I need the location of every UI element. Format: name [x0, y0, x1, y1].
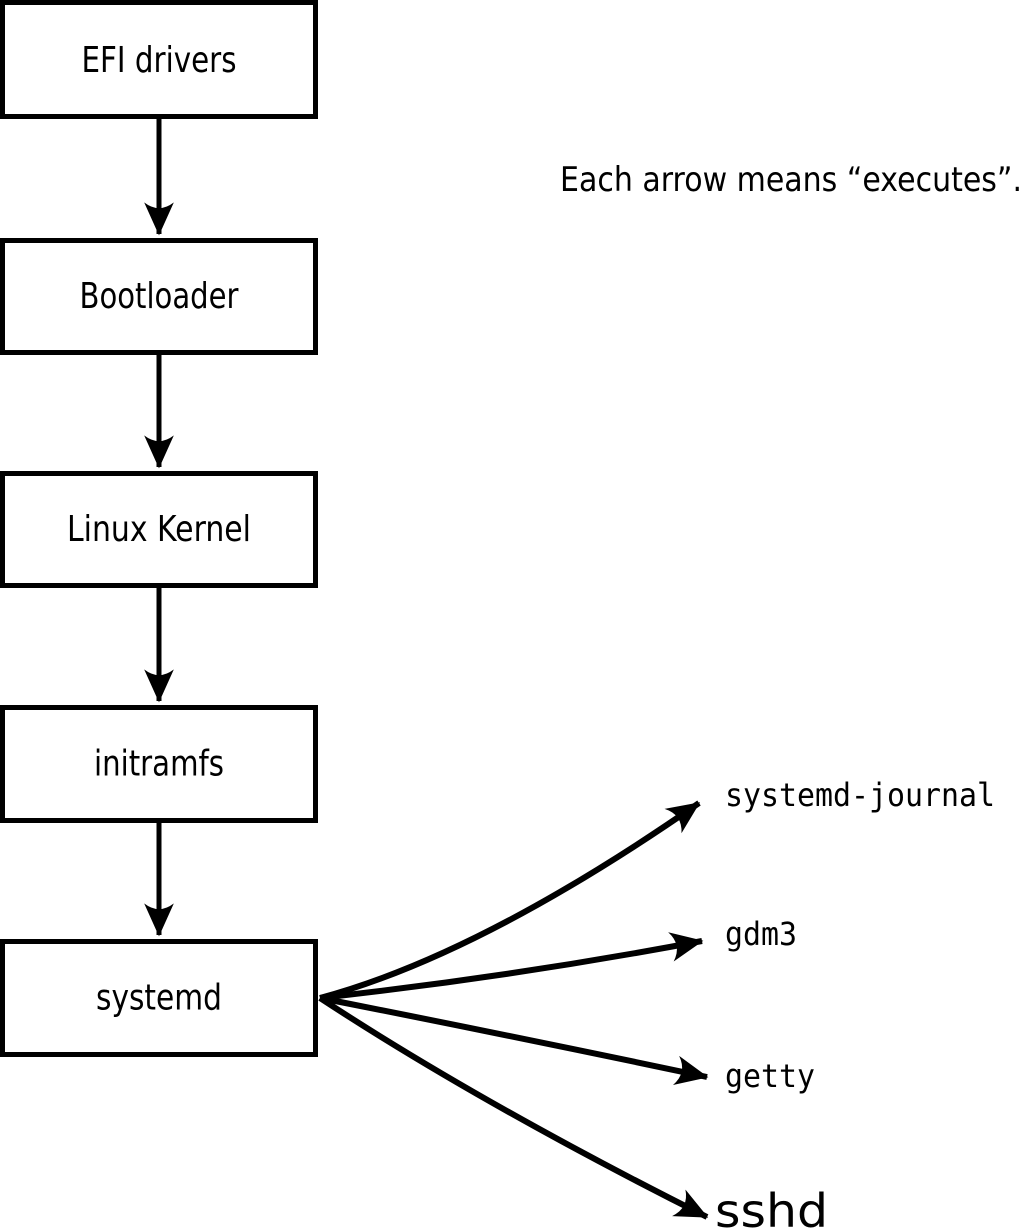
service-label-getty: getty	[725, 1057, 815, 1095]
service-label-systemd-journal: systemd-journal	[725, 776, 995, 814]
node-box	[0, 705, 318, 823]
node-label: EFI drivers	[82, 40, 237, 81]
node-efi-drivers: EFI drivers	[0, 0, 318, 119]
node-label: initramfs	[94, 744, 224, 785]
node-box	[0, 939, 318, 1057]
arrow-systemd-to-getty	[319, 995, 709, 1085]
arrow-systemd-to-sshd	[318, 995, 709, 1220]
arrow-legend-note: Each arrow means “executes”.	[560, 160, 1022, 200]
arrow-systemd-to-systemd-journal	[319, 800, 701, 1001]
node-box	[0, 0, 318, 119]
node-label: Linux Kernel	[67, 509, 251, 550]
node-systemd: systemd	[0, 939, 318, 1057]
node-label: systemd	[96, 978, 222, 1019]
arrow-systemd-to-gdm3	[319, 932, 704, 1001]
node-initramfs: initramfs	[0, 705, 318, 823]
node-bootloader: Bootloader	[0, 238, 318, 355]
node-box	[0, 238, 318, 355]
service-label-gdm3: gdm3	[725, 915, 797, 953]
node-linux-kernel: Linux Kernel	[0, 471, 318, 588]
node-box	[0, 471, 318, 588]
node-label: Bootloader	[80, 276, 239, 317]
service-label-sshd: sshd	[715, 1184, 828, 1230]
